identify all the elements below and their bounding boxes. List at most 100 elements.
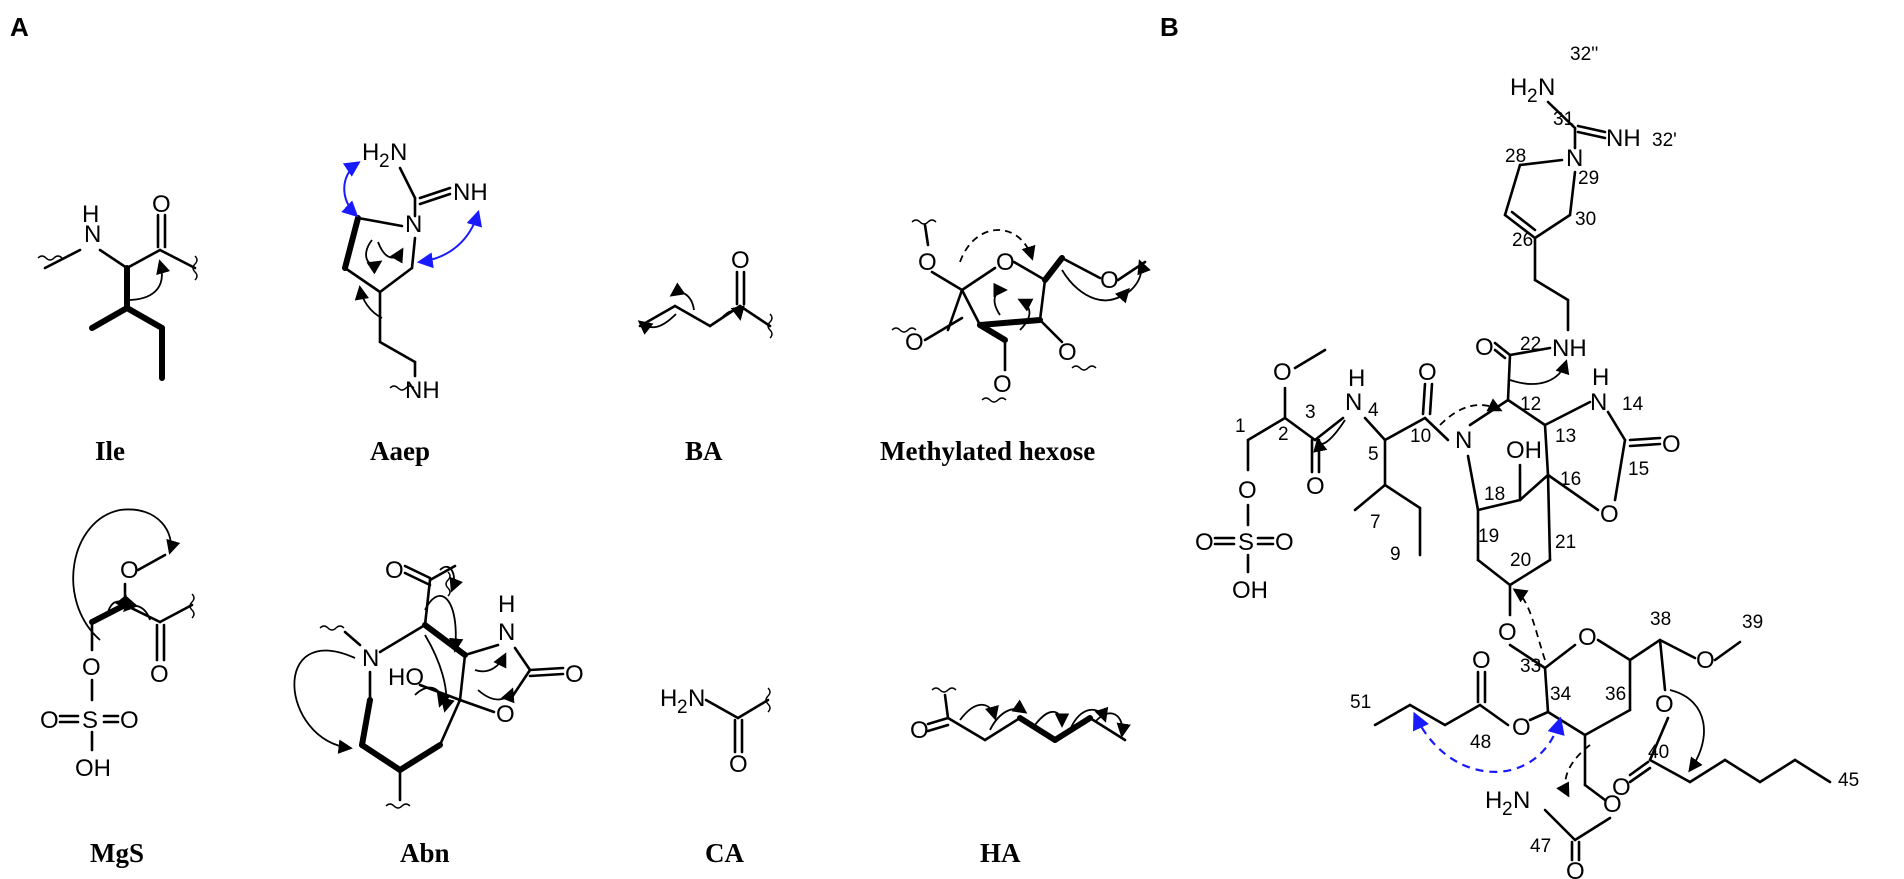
svg-text:32': 32' [1652, 130, 1677, 151]
svg-text:O: O [385, 557, 404, 584]
svg-text:31: 31 [1553, 109, 1574, 130]
svg-text:O: O [1306, 473, 1325, 500]
svg-text:N: N [390, 139, 407, 166]
svg-text:N: N [498, 619, 515, 646]
svg-text:47: 47 [1530, 836, 1551, 857]
panel-label-b: B [1160, 12, 1179, 42]
svg-text:O: O [1275, 529, 1294, 556]
mgs-label: MgS [90, 838, 144, 868]
svg-text:2: 2 [677, 697, 688, 718]
svg-text:33: 33 [1520, 656, 1541, 677]
svg-text:O: O [1058, 339, 1077, 366]
svg-text:10: 10 [1410, 426, 1431, 447]
svg-text:38: 38 [1650, 609, 1671, 630]
aaep-label: Aaep [370, 436, 430, 466]
svg-text:O: O [1472, 647, 1491, 674]
svg-text:H: H [82, 201, 99, 228]
svg-text:O: O [729, 751, 748, 778]
svg-text:21: 21 [1555, 532, 1576, 553]
svg-text:14: 14 [1622, 394, 1644, 415]
hexose-label: Methylated hexose [880, 436, 1095, 466]
svg-text:N: N [1455, 427, 1472, 454]
svg-text:3: 3 [1305, 402, 1316, 423]
svg-text:NH: NH [1606, 125, 1641, 152]
svg-text:18: 18 [1484, 484, 1505, 505]
fragment-abn: O N HO N H O O Ab [293, 557, 584, 868]
svg-text:O: O [1600, 501, 1619, 528]
svg-text:22: 22 [1520, 334, 1541, 355]
svg-text:OH: OH [75, 755, 111, 782]
svg-text:O: O [905, 329, 924, 356]
svg-text:N: N [1538, 74, 1555, 101]
svg-text:O: O [1566, 858, 1585, 879]
svg-text:O: O [120, 557, 139, 584]
svg-text:O: O [82, 654, 101, 681]
svg-text:O: O [120, 707, 139, 734]
svg-text:O: O [1100, 267, 1119, 294]
svg-text:O: O [1696, 647, 1715, 674]
svg-text:N: N [688, 685, 705, 712]
svg-text:NH: NH [1552, 335, 1587, 362]
svg-text:20: 20 [1510, 550, 1531, 571]
svg-text:N: N [1345, 389, 1362, 416]
svg-text:N: N [1513, 787, 1530, 814]
svg-text:O: O [1512, 714, 1531, 741]
panel-label-a: A [10, 12, 29, 42]
svg-text:O: O [1475, 334, 1494, 361]
svg-text:O: O [1578, 624, 1597, 651]
svg-text:H: H [362, 139, 379, 166]
svg-text:9: 9 [1390, 544, 1401, 565]
svg-text:45: 45 [1838, 770, 1859, 791]
svg-text:N: N [1566, 145, 1583, 172]
svg-text:16: 16 [1560, 469, 1581, 490]
svg-text:H: H [1510, 74, 1527, 101]
svg-text:1: 1 [1235, 416, 1246, 437]
ile-label: Ile [95, 436, 125, 466]
svg-text:2: 2 [379, 151, 390, 172]
svg-text:N: N [362, 645, 379, 672]
svg-text:H: H [1592, 364, 1609, 391]
svg-text:30: 30 [1575, 209, 1596, 230]
svg-text:13: 13 [1555, 426, 1576, 447]
svg-text:NH: NH [453, 179, 488, 206]
svg-text:O: O [565, 661, 584, 688]
svg-text:NH: NH [405, 377, 440, 404]
svg-text:7: 7 [1370, 512, 1381, 533]
svg-text:26: 26 [1512, 230, 1533, 251]
fragment-methylated-hexose: O O O O O O Methylated hexose [880, 219, 1151, 466]
svg-text:O: O [496, 701, 515, 728]
svg-text:O: O [1498, 619, 1517, 646]
svg-text:O: O [150, 661, 169, 688]
svg-text:12: 12 [1520, 394, 1541, 415]
svg-text:OH: OH [1232, 577, 1268, 604]
svg-text:19: 19 [1478, 526, 1499, 547]
ba-label: BA [685, 436, 723, 466]
svg-text:S: S [82, 707, 98, 734]
svg-text:2: 2 [1502, 799, 1513, 820]
svg-text:4: 4 [1368, 400, 1379, 421]
fragment-ba: O BA [637, 247, 773, 466]
svg-text:O: O [993, 371, 1012, 398]
abn-label: Abn [400, 838, 450, 868]
svg-text:O: O [1662, 431, 1681, 458]
svg-text:OH: OH [1506, 437, 1542, 464]
svg-text:O: O [1273, 359, 1292, 386]
svg-text:H: H [1485, 787, 1502, 814]
svg-text:O: O [152, 191, 171, 218]
svg-text:O: O [1603, 791, 1622, 818]
svg-text:N: N [1590, 389, 1607, 416]
svg-text:5: 5 [1368, 444, 1379, 465]
ile-n-label: N [84, 221, 101, 248]
fragment-mgs: O O O S O O OH MgS [40, 508, 195, 868]
svg-text:32'': 32'' [1570, 44, 1598, 65]
svg-text:O: O [1195, 529, 1214, 556]
svg-text:H: H [660, 685, 677, 712]
svg-text:S: S [1238, 529, 1254, 556]
svg-text:O: O [918, 249, 937, 276]
svg-text:O: O [1238, 477, 1257, 504]
svg-text:H: H [1348, 365, 1365, 392]
svg-text:H: H [498, 591, 515, 618]
svg-text:51: 51 [1350, 692, 1371, 713]
svg-text:40: 40 [1648, 742, 1669, 763]
